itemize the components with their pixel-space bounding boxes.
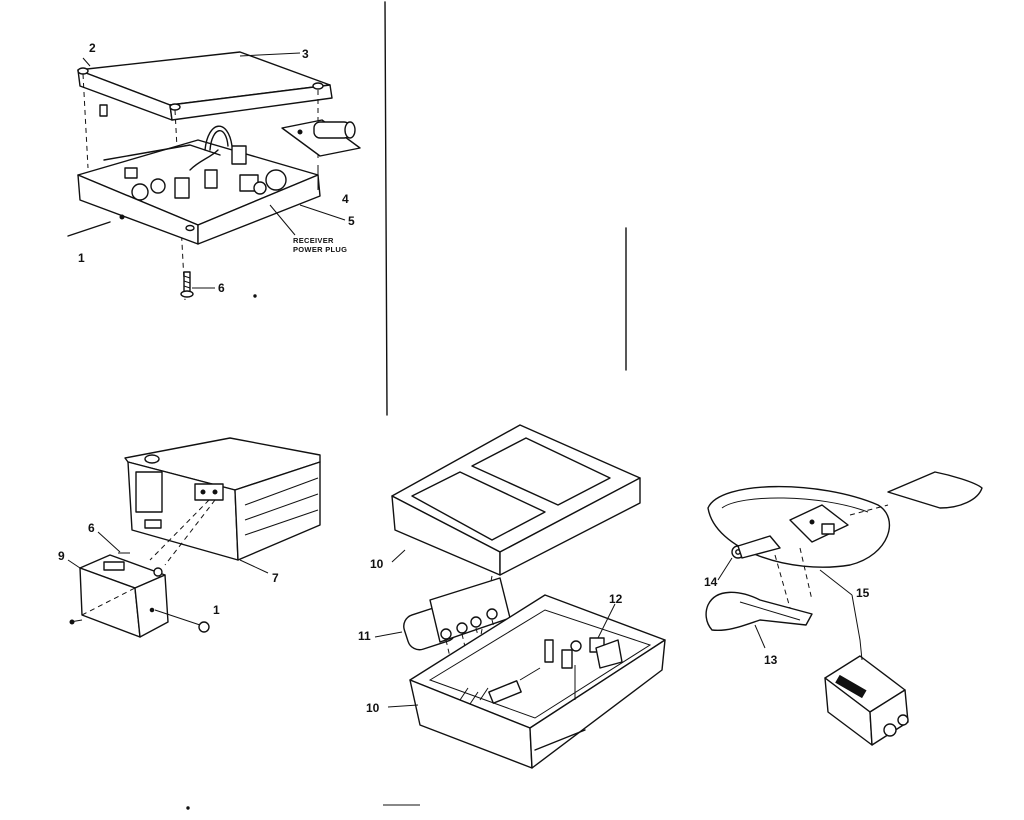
callout-3-top: 3 [302,47,309,61]
callout-4-top: 4 [342,192,349,206]
callout-6-top: 6 [218,281,225,295]
callout-7-left: 7 [272,571,279,585]
receiver-screw [180,271,194,298]
callout-11: 11 [358,629,371,643]
visor-battery [824,655,909,746]
transmitter-assembly: 10 11 12 10 [358,424,666,769]
callout-1-top: 1 [78,251,85,265]
receiver-label-line1: RECEIVER [293,236,334,245]
receiver-power-plug [281,119,361,157]
callout-13: 13 [764,653,778,667]
opener-head-assembly: 6 9 7 1 [58,437,321,638]
receiver-module [79,554,169,638]
callout-10-lower: 10 [366,701,380,715]
receiver-cover [77,51,333,121]
receiver-label-line2: POWER PLUG [293,245,347,254]
visor-transmitter-assembly: 14 15 13 [704,471,983,746]
callout-1-left: 1 [213,603,220,617]
callout-2-top: 2 [89,41,96,55]
callout-5-top: 5 [348,214,355,228]
divider-vertical-main [384,1,388,416]
callout-10-upper: 10 [370,557,384,571]
transmitter-bottom-case [409,594,666,769]
callout-6-left: 6 [88,521,95,535]
callout-15: 15 [856,586,870,600]
receiver-base [77,125,321,245]
callout-12: 12 [609,592,623,606]
callout-9-left: 9 [58,549,65,563]
transmitter-top-cover [391,424,641,576]
callout-14: 14 [704,575,718,589]
receiver-assembly: 2 3 4 5 1 6 RECEIVER POWER PLUG [67,41,361,301]
